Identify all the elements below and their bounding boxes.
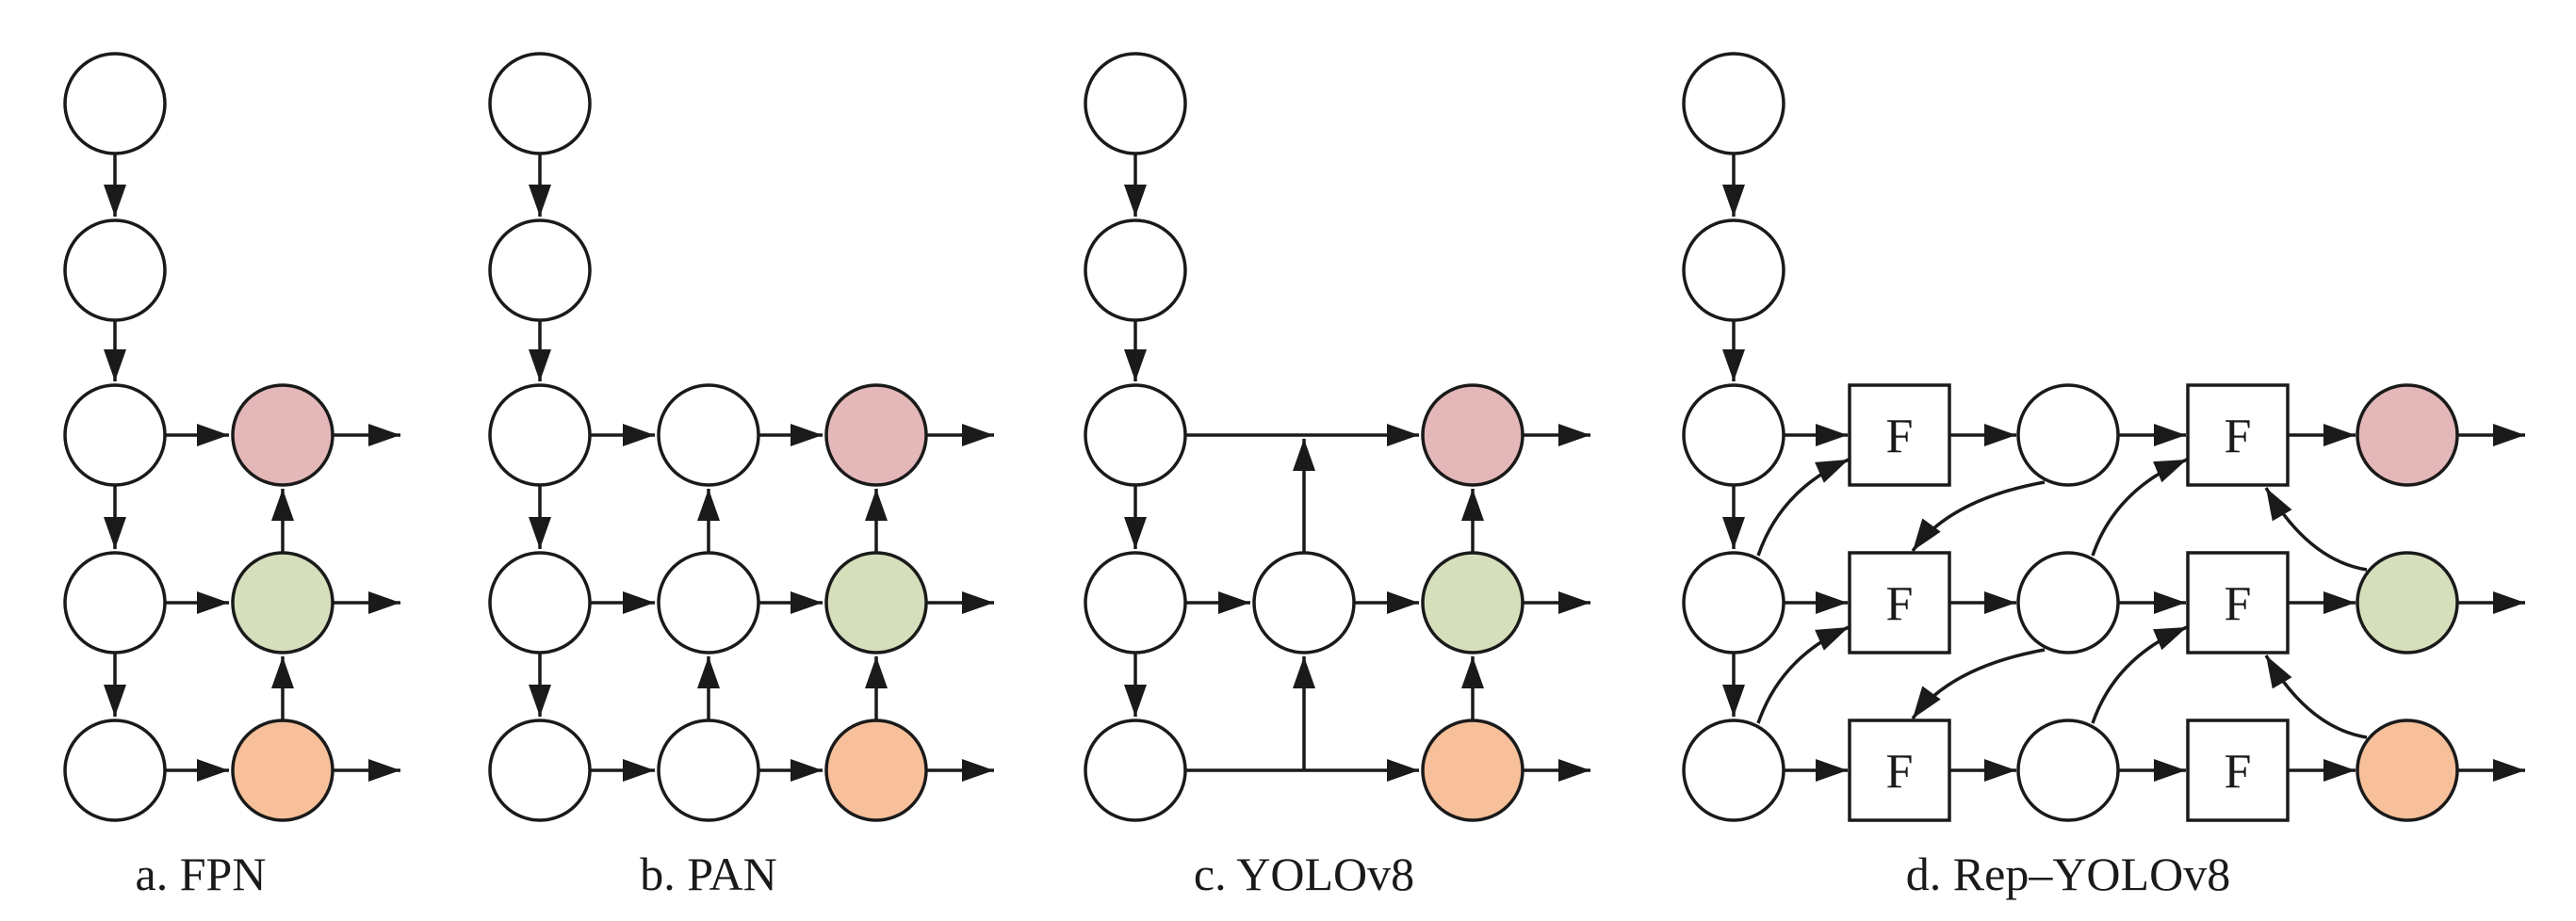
rep-fusion-label-3: F	[1886, 745, 1914, 799]
pan-backbone-node-5	[488, 719, 592, 822]
rep-fusion-label-2: F	[1886, 577, 1914, 631]
rep-fusion-block-2	[1848, 551, 1951, 654]
panel-pan: b. PAN	[488, 52, 994, 900]
pan-backbone-node-4	[488, 551, 592, 654]
rep-output-top	[2356, 383, 2459, 487]
rep-curve-mid2-to-f4	[2091, 458, 2188, 557]
fpn-output-top	[231, 383, 334, 487]
yolov8-output-bottom	[1421, 719, 1524, 822]
rep-fusion-label-4: F	[2225, 410, 2252, 463]
fpn-edges	[104, 154, 400, 782]
yolov8-edges	[1124, 154, 1590, 782]
pan-output-bottom	[824, 719, 928, 822]
rep-mid-node-1	[2016, 383, 2120, 487]
rep-mid-node-2	[2016, 551, 2120, 654]
rep-backbone-node-1	[1682, 52, 1785, 155]
fpn-backbone-node-1	[63, 52, 167, 155]
yolov8-backbone-node-5	[1084, 719, 1187, 822]
caption-pan: b. PAN	[640, 848, 776, 900]
rep-fusion-label-1: F	[1886, 410, 1914, 463]
pan-mid-node-1	[657, 383, 760, 487]
pan-output-top	[824, 383, 928, 487]
yolov8-mid-node	[1252, 551, 1356, 654]
pan-edges	[529, 154, 994, 782]
rep-curve-mid1-to-f2	[1911, 480, 2046, 553]
rep-fusion-block-6	[2186, 719, 2290, 822]
yolov8-backbone-node-2	[1084, 218, 1187, 322]
pan-backbone-node-1	[488, 52, 592, 155]
rep-output-bottom	[2356, 719, 2459, 822]
pan-backbone-node-2	[488, 218, 592, 322]
rep-backbone-node-5	[1682, 719, 1785, 822]
rep-curve-backbone-to-f1	[1756, 458, 1850, 557]
yolov8-backbone-node-3	[1084, 383, 1187, 487]
pan-mid-node-2	[657, 551, 760, 654]
rep-curve-backbone-to-f2	[1756, 625, 1850, 724]
rep-output-mid	[2356, 551, 2459, 654]
fpn-backbone-node-4	[63, 551, 167, 654]
pan-backbone-node-3	[488, 383, 592, 487]
rep-backbone-node-2	[1682, 218, 1785, 322]
rep-curve-mid3-to-f5	[2091, 625, 2188, 724]
yolov8-backbone-node-4	[1084, 551, 1187, 654]
fpn-output-bottom	[231, 719, 334, 822]
pan-mid-node-3	[657, 719, 760, 822]
fpn-backbone-node-3	[63, 383, 167, 487]
fpn-output-mid	[231, 551, 334, 654]
panel-fpn: a. FPN	[63, 52, 400, 900]
rep-fusion-label-5: F	[2225, 577, 2252, 631]
caption-fpn: a. FPN	[136, 848, 267, 900]
rep-mid-node-3	[2016, 719, 2120, 822]
pan-output-mid	[824, 551, 928, 654]
rep-curve-mid2-to-f3	[1911, 648, 2046, 720]
rep-curve-outmid-to-f4	[2264, 487, 2368, 572]
panel-yolov8: c. YOLOv8	[1084, 52, 1590, 900]
rep-backbone-node-4	[1682, 551, 1785, 654]
fpn-backbone-node-5	[63, 719, 167, 822]
yolov8-backbone-node-1	[1084, 52, 1187, 155]
yolov8-output-top	[1421, 383, 1524, 487]
caption-rep-yolov8: d. Rep–YOLOv8	[1906, 848, 2230, 900]
rep-fusion-label-6: F	[2225, 745, 2252, 799]
yolov8-output-mid	[1421, 551, 1524, 654]
rep-fusion-block-4	[2186, 383, 2290, 487]
caption-yolov8: c. YOLOv8	[1194, 848, 1414, 900]
rep-backbone-node-3	[1682, 383, 1785, 487]
rep-edges	[1722, 154, 2525, 782]
fpn-backbone-node-2	[63, 218, 167, 322]
panel-rep-yolov8: F F F F F F	[1682, 52, 2525, 900]
rep-curve-outbottom-to-f5	[2264, 654, 2368, 739]
